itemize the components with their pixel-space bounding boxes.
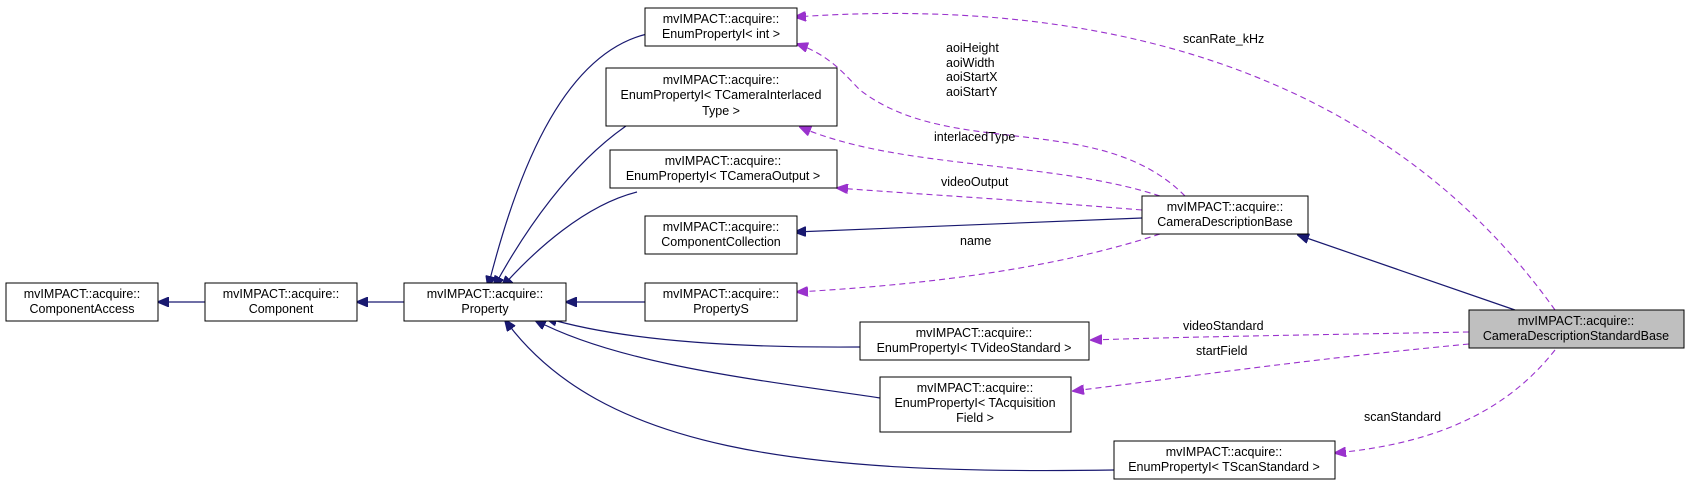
node-enum-acq-field[interactable]: mvIMPACT::acquire:: EnumPropertyI< TAcqu… bbox=[879, 376, 1072, 433]
edge-name bbox=[797, 233, 1161, 292]
edge-enumvideostd-to-property bbox=[546, 318, 861, 348]
node-enum-output-line2: EnumPropertyI< TCameraOutput > bbox=[626, 169, 820, 183]
edge-scanstandard bbox=[1335, 349, 1556, 453]
node-enum-acq-field-line2: EnumPropertyI< TAcquisition bbox=[894, 396, 1055, 410]
edge-aoi bbox=[797, 44, 1186, 197]
label-scanrate: scanRate_kHz bbox=[1183, 32, 1264, 46]
inheritance-edges bbox=[158, 33, 1516, 472]
edge-labels: scanRate_kHz aoiHeight aoiWidth aoiStart… bbox=[934, 32, 1441, 424]
node-enum-acq-field-line3: Field > bbox=[956, 411, 994, 425]
node-enum-interlaced-line3: Type > bbox=[702, 104, 740, 118]
edge-videostandard bbox=[1091, 331, 1470, 340]
node-component-access-line1: mvIMPACT::acquire:: bbox=[24, 287, 140, 301]
node-enum-int-line2: EnumPropertyI< int > bbox=[662, 27, 780, 41]
node-component-line1: mvIMPACT::acquire:: bbox=[223, 287, 339, 301]
node-component[interactable]: mvIMPACT::acquire:: Component bbox=[204, 282, 358, 322]
usage-edges bbox=[795, 13, 1556, 453]
edge-enumscanstd-to-property bbox=[505, 320, 1115, 472]
node-enum-int-line1: mvIMPACT::acquire:: bbox=[663, 12, 779, 26]
node-enum-output-line1: mvIMPACT::acquire:: bbox=[665, 154, 781, 168]
node-component-access[interactable]: mvIMPACT::acquire:: ComponentAccess bbox=[5, 282, 159, 322]
node-component-collection-line1: mvIMPACT::acquire:: bbox=[663, 220, 779, 234]
node-property-s-line2: PropertyS bbox=[693, 302, 749, 316]
node-property-s[interactable]: mvIMPACT::acquire:: PropertyS bbox=[644, 282, 798, 322]
label-scanstandard: scanStandard bbox=[1364, 410, 1441, 424]
node-property-line1: mvIMPACT::acquire:: bbox=[427, 287, 543, 301]
node-enum-scan-standard[interactable]: mvIMPACT::acquire:: EnumPropertyI< TScan… bbox=[1113, 440, 1336, 480]
edge-enuminterlaced-to-property bbox=[494, 125, 627, 287]
edge-stdbase-to-cameradescbase bbox=[1298, 235, 1516, 311]
node-enum-video-standard-line2: EnumPropertyI< TVideoStandard > bbox=[877, 341, 1072, 355]
edge-enumint-to-property bbox=[488, 33, 648, 287]
node-component-collection[interactable]: mvIMPACT::acquire:: ComponentCollection bbox=[644, 215, 798, 255]
node-camera-description-standard-base-line2: CameraDescriptionStandardBase bbox=[1483, 329, 1669, 343]
edge-enumoutput-to-property bbox=[502, 191, 638, 287]
node-enum-int[interactable]: mvIMPACT::acquire:: EnumPropertyI< int > bbox=[644, 7, 798, 47]
label-aoi-starty: aoiStartY bbox=[946, 85, 998, 99]
node-enum-interlaced-line1: mvIMPACT::acquire:: bbox=[663, 73, 779, 87]
label-videooutput: videoOutput bbox=[941, 175, 1009, 189]
node-enum-interlaced[interactable]: mvIMPACT::acquire:: EnumPropertyI< TCame… bbox=[605, 67, 838, 127]
node-enum-scan-standard-line1: mvIMPACT::acquire:: bbox=[1166, 445, 1282, 459]
node-camera-description-standard-base-line1: mvIMPACT::acquire:: bbox=[1518, 314, 1634, 328]
edge-cameradescbase-to-componentcollection bbox=[795, 217, 1143, 232]
node-enum-interlaced-line2: EnumPropertyI< TCameraInterlaced bbox=[621, 88, 822, 102]
edge-enumacqfield-to-property bbox=[535, 320, 881, 399]
edge-interlaced bbox=[800, 127, 1161, 197]
label-startfield: startField bbox=[1196, 344, 1247, 358]
node-enum-output[interactable]: mvIMPACT::acquire:: EnumPropertyI< TCame… bbox=[609, 149, 838, 189]
node-component-collection-line2: ComponentCollection bbox=[661, 235, 781, 249]
label-aoi-width: aoiWidth bbox=[946, 56, 995, 70]
label-aoi-startx: aoiStartX bbox=[946, 70, 998, 84]
node-enum-video-standard[interactable]: mvIMPACT::acquire:: EnumPropertyI< TVide… bbox=[859, 321, 1090, 361]
label-name: name bbox=[960, 234, 991, 248]
node-property-s-line1: mvIMPACT::acquire:: bbox=[663, 287, 779, 301]
node-enum-acq-field-line1: mvIMPACT::acquire:: bbox=[917, 381, 1033, 395]
edge-startfield bbox=[1073, 343, 1470, 391]
edge-scanrate bbox=[795, 13, 1556, 311]
node-camera-description-standard-base[interactable]: mvIMPACT::acquire:: CameraDescriptionSta… bbox=[1468, 309, 1685, 349]
label-videostandard: videoStandard bbox=[1183, 319, 1264, 333]
node-property[interactable]: mvIMPACT::acquire:: Property bbox=[403, 282, 567, 322]
node-camera-description-base[interactable]: mvIMPACT::acquire:: CameraDescriptionBas… bbox=[1141, 195, 1309, 235]
label-aoi-height: aoiHeight bbox=[946, 41, 999, 55]
node-property-line2: Property bbox=[461, 302, 509, 316]
node-enum-video-standard-line1: mvIMPACT::acquire:: bbox=[916, 326, 1032, 340]
node-enum-scan-standard-line2: EnumPropertyI< TScanStandard > bbox=[1128, 460, 1320, 474]
node-camera-description-base-line2: CameraDescriptionBase bbox=[1157, 215, 1293, 229]
node-camera-description-base-line1: mvIMPACT::acquire:: bbox=[1167, 200, 1283, 214]
edge-videooutput bbox=[837, 188, 1143, 211]
node-component-access-line2: ComponentAccess bbox=[30, 302, 135, 316]
label-interlaced: interlacedType bbox=[934, 130, 1015, 144]
node-component-line2: Component bbox=[249, 302, 314, 316]
